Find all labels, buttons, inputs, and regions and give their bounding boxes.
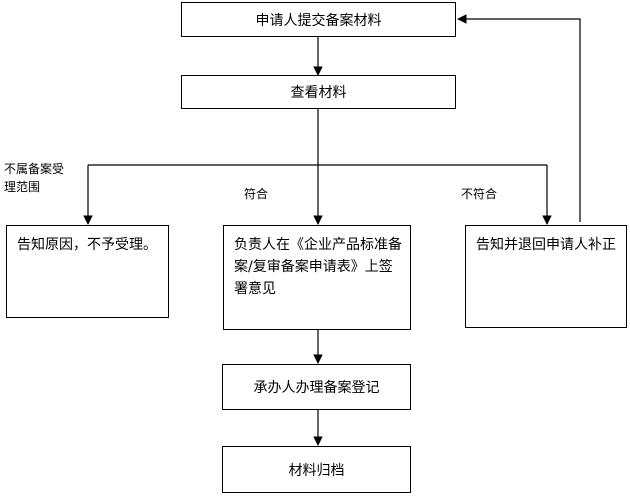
node-review: 查看材料 [181, 75, 456, 109]
node-reject: 告知原因，不予受理。 [6, 225, 169, 318]
node-submit: 申请人提交备案材料 [181, 2, 456, 37]
node-submit-text: 申请人提交备案材料 [255, 12, 382, 29]
label-out-of-scope: 不属备案受理范围 [4, 162, 65, 194]
node-sign: 负责人在《企业产品标准备案/复审备案申请表》上签署意见 [223, 225, 411, 330]
node-register-text: 承办人办理备案登记 [253, 380, 380, 396]
node-sign-text: 负责人在《企业产品标准备案/复审备案申请表》上签署意见 [234, 237, 402, 297]
node-return: 告知并退回申请人补正 [465, 225, 627, 328]
label-not-qualified: 不符合 [461, 187, 498, 201]
node-archive-text: 材料归档 [288, 462, 345, 479]
node-archive: 材料归档 [222, 446, 411, 493]
node-register: 承办人办理备案登记 [222, 364, 411, 410]
node-review-text: 查看材料 [290, 85, 347, 101]
label-qualified: 符合 [244, 187, 269, 201]
arrow-return-to-submit [457, 14, 581, 222]
node-return-text: 告知并退回申请人补正 [476, 237, 616, 253]
node-reject-text: 告知原因，不予受理。 [17, 237, 157, 253]
